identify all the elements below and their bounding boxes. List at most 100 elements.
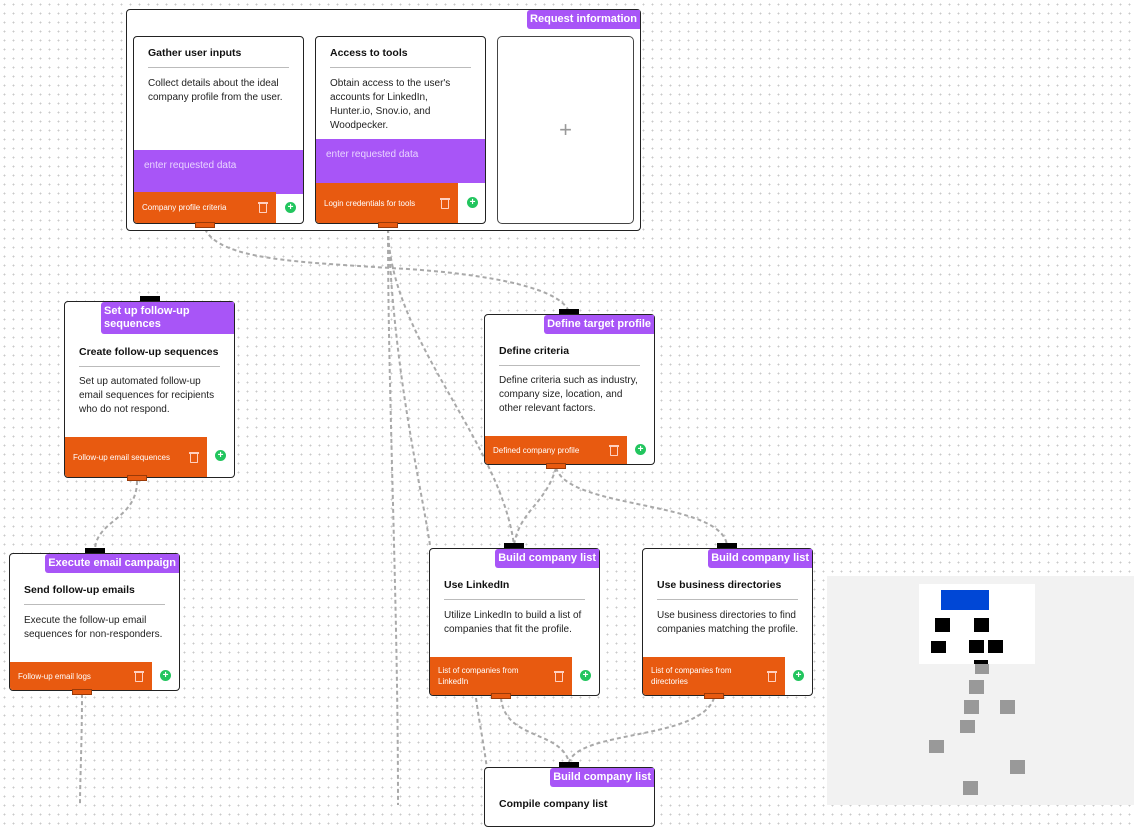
output-bar: Follow-up email sequences + — [65, 437, 234, 477]
trash-icon[interactable] — [258, 202, 268, 213]
minimap-node — [935, 618, 950, 632]
define-criteria-node[interactable]: Define target profile Define criteria De… — [484, 314, 655, 465]
node-tag: Build company list — [708, 549, 812, 568]
output-port[interactable] — [72, 689, 92, 695]
output-bar: List of companies from LinkedIn + — [430, 657, 599, 695]
card-description: Obtain access to the user's accounts for… — [330, 78, 451, 131]
trash-icon[interactable] — [554, 670, 564, 682]
node-description: Utilize LinkedIn to build a list of comp… — [444, 610, 582, 635]
edge-directories-to-compile — [568, 697, 715, 763]
trash-icon[interactable] — [189, 451, 199, 463]
trash-icon[interactable] — [767, 670, 777, 682]
node-tag: Build company list — [495, 549, 599, 568]
input-port[interactable] — [140, 296, 160, 302]
output-label: Follow-up email logs — [18, 671, 91, 681]
group-tag: Request information — [527, 10, 640, 29]
minimap[interactable] — [827, 576, 1134, 805]
edge-linkedin-to-compile — [500, 697, 570, 763]
input-port[interactable] — [504, 543, 524, 549]
minimap-node — [1000, 700, 1015, 714]
output-port[interactable] — [127, 475, 147, 481]
node-description: Define criteria such as industry, compan… — [499, 375, 638, 414]
node-description: Use business directories to find compani… — [657, 610, 799, 635]
node-tag: Build company list — [550, 768, 654, 787]
output-label: List of companies from directories — [651, 666, 732, 686]
trash-icon[interactable] — [440, 197, 450, 209]
minimap-node — [988, 640, 1003, 653]
node-tag: Execute email campaign — [45, 554, 179, 573]
node-description: Execute the follow-up email sequences fo… — [24, 615, 163, 640]
output-label: Company profile criteria — [142, 203, 227, 212]
add-output-icon[interactable]: + — [793, 670, 804, 681]
output-label: Follow-up email sequences — [73, 452, 170, 462]
node-title: Create follow-up sequences — [79, 346, 220, 367]
node-title: Compile company list — [499, 798, 608, 810]
add-output-icon[interactable]: + — [580, 670, 591, 681]
output-label-box: Login credentials for tools — [316, 183, 458, 223]
input-port[interactable] — [717, 543, 737, 549]
edge-define-to-directories — [555, 467, 728, 546]
add-output-icon[interactable]: + — [635, 444, 646, 455]
request-information-group[interactable]: Request information Gather user inputs C… — [126, 9, 641, 231]
input-port[interactable] — [85, 548, 105, 554]
output-label-box: Defined company profile — [485, 436, 627, 464]
node-title: Use business directories — [657, 579, 798, 600]
input-port[interactable] — [559, 309, 579, 315]
output-port[interactable] — [195, 222, 215, 228]
output-bar: Login credentials for tools + — [316, 183, 485, 223]
output-port[interactable] — [378, 222, 398, 228]
output-port[interactable] — [546, 463, 566, 469]
output-label-box: Company profile criteria — [134, 192, 276, 223]
minimap-node — [931, 641, 946, 653]
output-label-box: Follow-up email logs — [10, 662, 152, 690]
card-description: Collect details about the ideal company … — [148, 78, 283, 103]
gather-user-inputs-card[interactable]: Gather user inputs Collect details about… — [133, 36, 304, 224]
trash-icon[interactable] — [134, 670, 144, 682]
add-output-icon[interactable]: + — [467, 197, 478, 208]
add-card-button[interactable]: + — [497, 36, 634, 224]
output-label-box: Follow-up email sequences — [65, 437, 207, 477]
edge-profile-to-define — [204, 228, 570, 313]
edge-followup-to-send — [94, 480, 138, 552]
minimap-node — [974, 618, 989, 632]
minimap-node — [1010, 760, 1025, 774]
minimap-node — [974, 660, 988, 664]
node-tag: Define target profile — [544, 315, 654, 334]
node-title: Send follow-up emails — [24, 584, 165, 605]
input-port[interactable] — [559, 762, 579, 768]
node-description: Set up automated follow-up email sequenc… — [79, 376, 215, 415]
requested-data-input[interactable]: enter requested data — [134, 150, 303, 194]
requested-data-input[interactable]: enter requested data — [316, 139, 485, 183]
compile-company-list-node[interactable]: Build company list Compile company list — [484, 767, 655, 827]
add-output-icon[interactable]: + — [215, 450, 226, 461]
use-business-directories-node[interactable]: Build company list Use business director… — [642, 548, 813, 696]
output-label: Login credentials for tools — [324, 198, 416, 208]
minimap-node — [929, 740, 944, 753]
card-title: Access to tools — [330, 47, 471, 68]
minimap-node — [969, 640, 984, 653]
create-follow-up-sequences-node[interactable]: Set up follow-up sequences Create follow… — [64, 301, 235, 478]
node-title: Use LinkedIn — [444, 579, 585, 600]
use-linkedin-node[interactable]: Build company list Use LinkedIn Utilize … — [429, 548, 600, 696]
minimap-node — [975, 664, 989, 674]
output-label-box: List of companies from LinkedIn — [430, 657, 572, 695]
output-label: List of companies from LinkedIn — [438, 666, 519, 686]
output-port[interactable] — [491, 693, 511, 699]
output-bar: Defined company profile + — [485, 436, 654, 464]
minimap-node — [960, 720, 975, 733]
edge-send-down — [79, 693, 83, 805]
output-bar: Company profile criteria + — [134, 192, 303, 223]
edge-tools-down — [387, 228, 399, 805]
send-follow-up-emails-node[interactable]: Execute email campaign Send follow-up em… — [9, 553, 180, 691]
access-to-tools-card[interactable]: Access to tools Obtain access to the use… — [315, 36, 486, 224]
card-title: Gather user inputs — [148, 47, 289, 68]
edge-define-to-linkedin — [513, 467, 557, 546]
add-output-icon[interactable]: + — [285, 202, 296, 213]
output-port[interactable] — [704, 693, 724, 699]
minimap-node — [963, 781, 978, 795]
trash-icon[interactable] — [609, 444, 619, 456]
output-label-box: List of companies from directories — [643, 657, 785, 695]
node-title: Define criteria — [499, 345, 640, 366]
output-label: Defined company profile — [493, 445, 580, 455]
add-output-icon[interactable]: + — [160, 670, 171, 681]
